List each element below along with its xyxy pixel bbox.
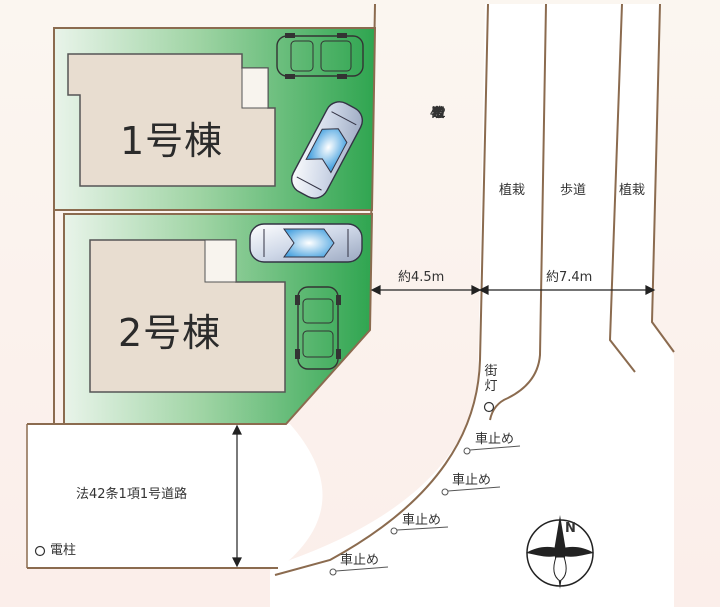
road-label-char: 条 [431, 106, 445, 121]
sidewalk-label: 歩道 [560, 183, 587, 198]
dimension-street-width [478, 285, 656, 295]
utility-pole-marker [34, 545, 46, 557]
wheel-stop-label: 車止め [475, 432, 515, 447]
road-label-char: 1 [433, 106, 443, 121]
road-label-char: 道 [431, 106, 445, 121]
sidewalk-right-edge [608, 3, 636, 373]
road-label-char: 号 [431, 106, 445, 121]
bottom-road [26, 423, 323, 569]
streetlight-char: 灯 [484, 379, 498, 394]
building-1-label: 1号棟 [120, 119, 224, 163]
utility-pole-label: 電柱 [50, 543, 77, 558]
road-label-char: 項 [431, 106, 445, 121]
road-label-char: 路 [431, 106, 445, 121]
road-label-char: 42 [429, 106, 447, 121]
bottom-road-surface [27, 424, 323, 568]
road-surface-upper [270, 4, 674, 607]
building-2-porch [204, 239, 237, 283]
car-angled [290, 101, 364, 199]
wheel-stop-label: 車止め [452, 473, 492, 488]
streetlight-label: 街 灯 [481, 364, 501, 394]
planting-right-label: 植栽 [619, 183, 646, 198]
car-outline-top [276, 33, 364, 79]
dimension-road-width [370, 285, 482, 295]
planting-strip-left-edge [274, 3, 489, 576]
streetlight-char: 街 [484, 364, 498, 379]
building-2 [89, 239, 286, 393]
compass-icon [526, 515, 594, 589]
car-outline-vertical [295, 286, 341, 370]
planting-left-label: 植栽 [499, 183, 526, 198]
wheel-stop-markers [329, 445, 521, 576]
street-width-label: 約7.4m [546, 270, 593, 285]
building-1-porch [241, 67, 269, 109]
building-2-label: 2号棟 [118, 311, 222, 355]
compass-north-label: N [565, 521, 576, 536]
building-1 [67, 53, 276, 187]
lot-divider [53, 28, 64, 425]
wheel-stop-label: 車止め [340, 553, 380, 568]
road-width-label: 約4.5m [398, 270, 445, 285]
streetlight-marker [483, 401, 495, 413]
planting-strip-inner [489, 3, 547, 421]
road-label-char: 1 [433, 106, 443, 121]
dimension-bottom-road [232, 424, 242, 568]
road-label-char: 法 [431, 106, 445, 121]
bottom-road-label: 法42条1項1号道路 [76, 487, 188, 502]
wheel-stop-label: 車止め [402, 513, 442, 528]
building-1-footprint [67, 53, 276, 187]
car-horizontal [249, 223, 363, 263]
planting-strip-right-edge [650, 3, 675, 353]
